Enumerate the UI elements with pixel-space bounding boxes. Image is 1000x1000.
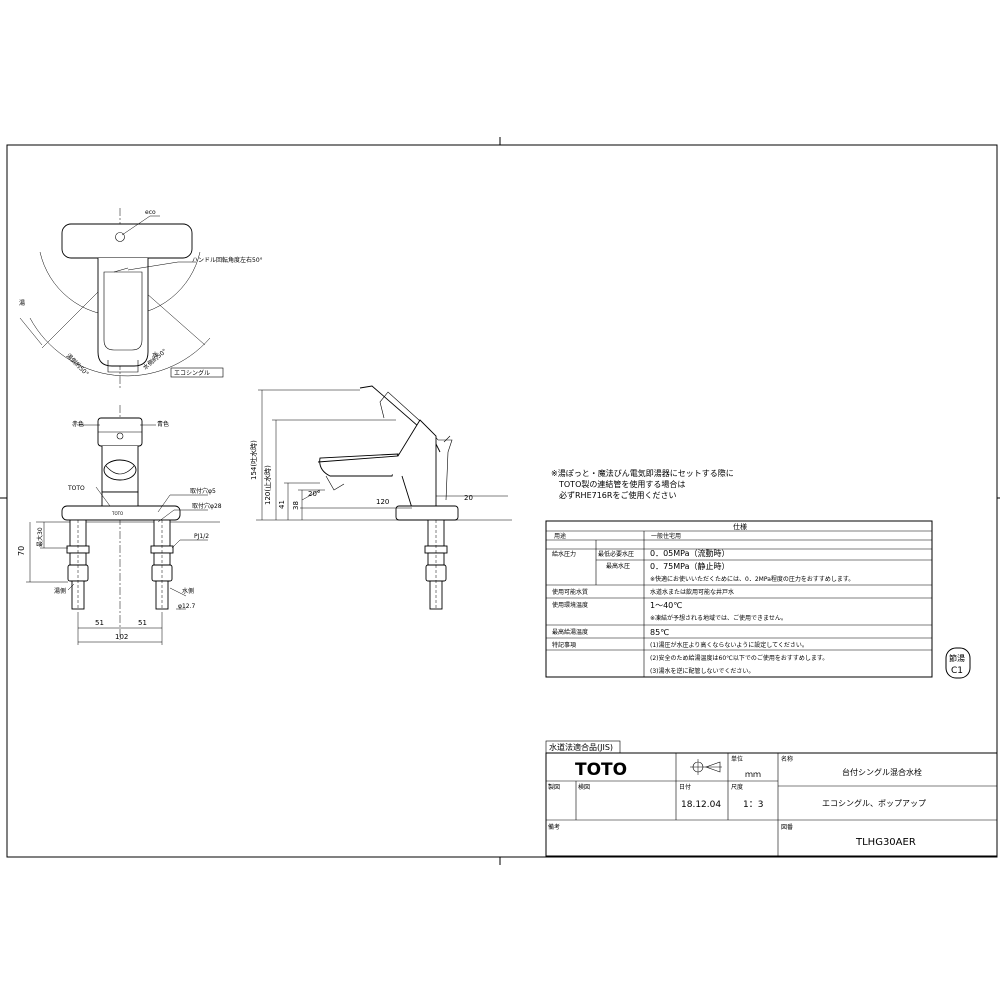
spec-row-note-2: (2)安全のため給湯温度は60℃以下でのご使用をおすすめします。 — [650, 654, 828, 662]
dim-38: 38 — [292, 501, 300, 510]
brand-small: TOTO — [111, 511, 123, 516]
spec-row-water-val: 水道水または飲用可能な井戸水 — [650, 588, 734, 596]
dim-120h: 120 — [376, 498, 389, 506]
spec-row-maxpress-val: 0．75MPa（静止時） — [650, 561, 730, 571]
note-line-2: TOTO製の連結管を使用する場合は — [551, 479, 685, 489]
note-line-1: ※湯ぽっと・魔法びん電気即湯器にセットする際に — [551, 468, 734, 478]
dim-51b: 51 — [138, 619, 147, 627]
dim-70: 70 — [17, 546, 26, 556]
spec-row-note-1: (1)湯圧が水圧より高くならないように設定してください。 — [650, 641, 808, 649]
date-value: 18.12.04 — [681, 800, 721, 810]
spec-row-minpress-val: 0．05MPa（流動時） — [650, 548, 730, 558]
spec-row-maxpress-key: 最高水圧 — [606, 562, 630, 570]
spec-row-usage-key: 用途 — [554, 532, 566, 540]
dim-20: 20 — [464, 494, 473, 502]
mount-hole2-label: 取付穴φ28 — [192, 502, 222, 510]
angle-20: 20° — [308, 490, 320, 498]
kaihan-label: 製図 — [548, 783, 560, 791]
toto-logo: TOTO — [575, 760, 627, 780]
model-number: TLHG30AER — [855, 837, 916, 848]
dim-51a: 51 — [95, 619, 104, 627]
spec-title: 仕様 — [733, 522, 747, 531]
blue-label: 青色 — [157, 420, 169, 428]
spec-row-env-val: 1～40℃ — [650, 601, 682, 610]
spec-row-note-3: (3)湯水を逆に配管しないでください。 — [650, 667, 754, 675]
pj-label: PJ1/2 — [194, 533, 209, 540]
zuban-label: 図番 — [781, 824, 793, 831]
handle-angle-note: ハンドル回転角度左右50° — [192, 256, 263, 264]
product-subtitle: エコシングル、ポップアップ — [822, 798, 926, 808]
title-block: 水道法適合品(JIS) TOTO 単位 ｍｍ 名称 台付シングル混合水栓 製図 … — [545, 740, 998, 857]
date-label: 日付 — [679, 783, 691, 791]
toto-label: TOTO — [67, 485, 85, 492]
spec-row-notes-key: 特記事項 — [552, 641, 576, 649]
note-line-3: 必ずRHE716Rをご使用ください — [551, 490, 676, 500]
stamp-line-2: C1 — [951, 666, 963, 676]
spec-row-minpress-key: 最低必要水圧 — [598, 550, 634, 558]
dim-120: 120(止水時) — [263, 465, 272, 505]
hot-angle: 湯側約50° — [65, 352, 91, 378]
spec-row-usage-val: 一般住宅用 — [651, 532, 681, 540]
scale-value: 1：3 — [743, 800, 763, 810]
eco-box-label: エコシングル — [174, 369, 210, 377]
kenzu-label: 検図 — [578, 783, 590, 791]
eco-label: eco — [145, 209, 156, 216]
spec-row-pressure-note: ※快適にお使いいただくためには、0．2MPa程度の圧力をおすすめします。 — [650, 575, 854, 583]
unit-value: ｍｍ — [745, 770, 761, 779]
sheet-border — [6, 144, 998, 858]
phi-label: φ12.7 — [178, 603, 196, 610]
mount-hole-label: 取付穴φ5 — [190, 487, 216, 495]
spec-row-env-note: ※凍結が予想される地域では、ご使用できません。 — [650, 614, 787, 622]
max30-label: 最大30 — [36, 527, 44, 547]
scale-label: 尺度 — [731, 783, 743, 791]
installation-note: ※湯ぽっと・魔法びん電気即湯器にセットする際に TOTO製の連結管を使用する場合… — [551, 468, 734, 500]
spec-row-pressure-key: 給水圧力 — [552, 550, 576, 558]
spec-row-maxtemp-key: 最高給湯温度 — [552, 628, 588, 636]
jis-label: 水道法適合品(JIS) — [549, 742, 613, 752]
dim-154: 154(吐水時) — [249, 440, 258, 480]
dim-41: 41 — [278, 500, 286, 509]
unit-label: 単位 — [731, 755, 743, 763]
cold-short: 水 — [152, 351, 158, 359]
hot-short: 湯 — [19, 299, 25, 307]
water-saving-stamp: 節湯 C1 — [945, 647, 971, 679]
side-view: 154(吐水時) 120(止水時) 41 38 20° 120 20 — [249, 385, 512, 610]
spec-table: 仕様 用途 一般住宅用 給水圧力 最低必要水圧 0．05MPa（流動時） 最高水… — [545, 520, 933, 678]
front-view: TOTO 赤色 青色 — [17, 405, 222, 645]
hot-side-label: 湯側 — [54, 587, 66, 595]
top-view: eco ハンドル回転角度左右50° 湯側約50° 水側約50° 湯 水 エコシン… — [19, 208, 263, 390]
cold-side-label: 水側 — [182, 587, 194, 595]
biko-label: 備考 — [548, 823, 560, 831]
dim-102: 102 — [115, 633, 128, 641]
spec-row-env-key: 使用環境温度 — [552, 601, 588, 609]
stamp-line-1: 節湯 — [949, 653, 965, 663]
spec-row-maxtemp-val: 85℃ — [650, 628, 669, 637]
name-label: 名称 — [781, 755, 793, 763]
product-name: 台付シングル混合水栓 — [842, 767, 922, 777]
red-label: 赤色 — [72, 420, 84, 428]
spec-row-water-key: 使用可能水質 — [552, 588, 588, 596]
